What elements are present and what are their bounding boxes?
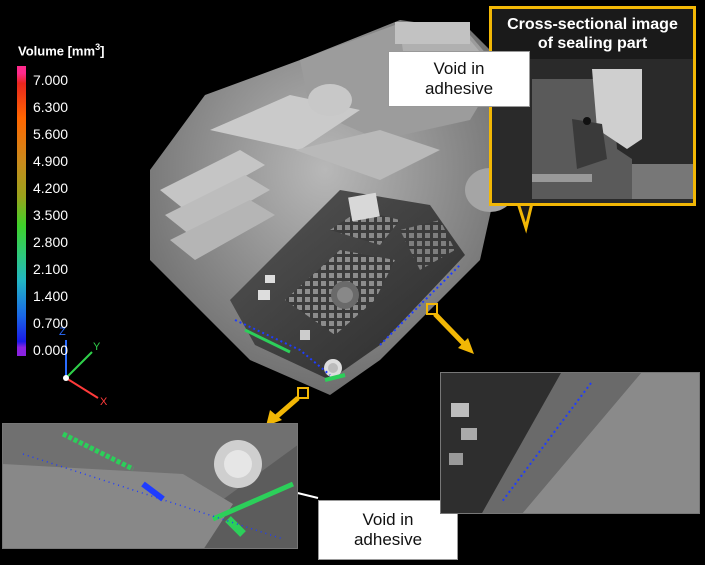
cross-section-title: Cross-sectional image of sealing part — [507, 16, 678, 52]
axis-label-x: X — [100, 396, 108, 408]
legend-title: Volume [mm3] — [18, 42, 105, 59]
axis-triad — [63, 340, 99, 399]
color-scale-bar — [17, 66, 26, 356]
void-label-top: Void in adhesive — [388, 51, 530, 107]
legend-tick: 6.300 — [33, 99, 69, 115]
void-markers — [234, 264, 461, 382]
highlight-markers — [266, 303, 474, 426]
zoom-inset-right — [440, 372, 700, 514]
legend-tick: 4.200 — [33, 180, 69, 196]
legend-tick: 0.000 — [33, 342, 69, 358]
legend-tick: 4.900 — [33, 153, 69, 169]
legend-tick: 1.400 — [33, 288, 69, 304]
zoom-inset-left — [2, 423, 298, 549]
legend-tick: 3.500 — [33, 207, 69, 223]
circuit-board — [230, 190, 465, 380]
axis-label-z: Z — [59, 326, 66, 338]
legend-tick: 0.700 — [33, 315, 69, 331]
axis-label-y: Y — [93, 341, 101, 353]
legend-tick: 2.800 — [33, 234, 69, 250]
legend-tick: 2.100 — [33, 261, 69, 277]
legend-tick: 7.000 — [33, 72, 69, 88]
void-label-bottom: Void in adhesive — [318, 500, 458, 560]
cross-section-pointer — [515, 201, 534, 234]
legend-tick: 5.600 — [33, 126, 69, 142]
